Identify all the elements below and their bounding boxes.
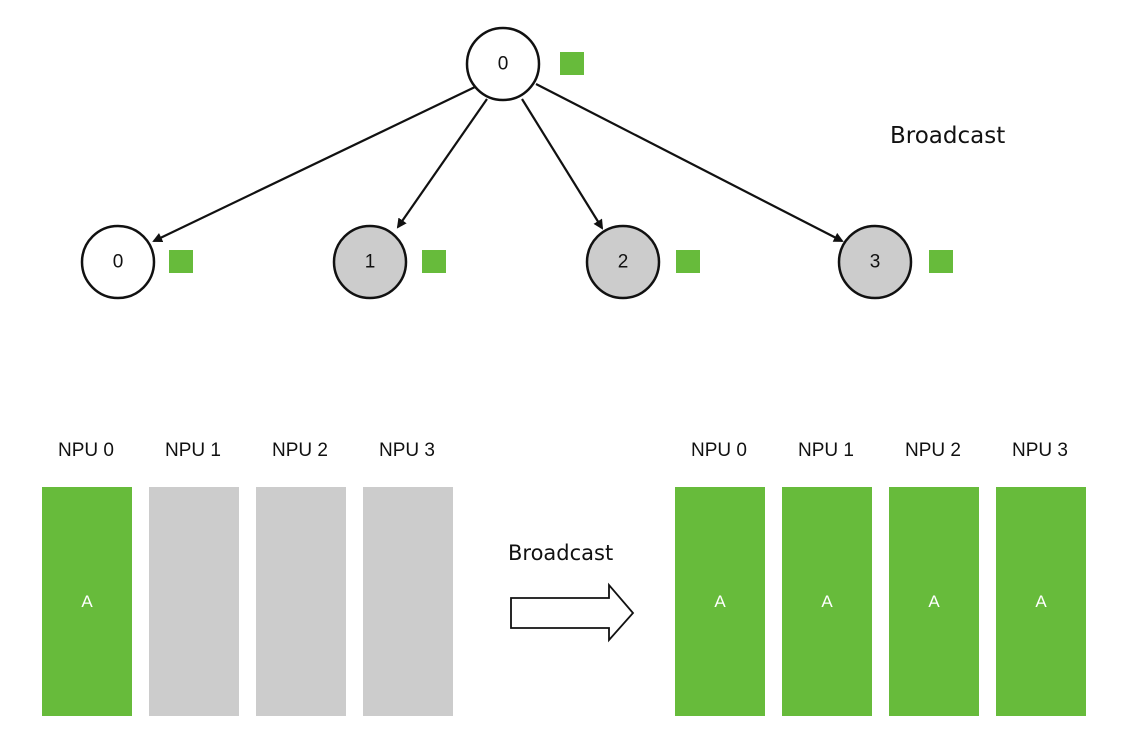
child-node-2: [585, 224, 661, 300]
tree-edge-3: [535, 83, 844, 242]
before-npu-3-block: [363, 487, 453, 716]
arrow-label: Broadcast: [508, 541, 614, 565]
after-npu-2-block: A: [889, 487, 979, 716]
child-node-3-label: 3: [870, 252, 881, 273]
after-npu-0-block: A: [675, 487, 765, 716]
before-npu-0-block: A: [42, 487, 132, 716]
before-npu-0-content: A: [81, 591, 93, 611]
child-node-1: [332, 224, 408, 300]
tree-edge-2: [521, 98, 604, 230]
tree-edge-1: [396, 98, 488, 229]
after-npu-0-content: A: [714, 591, 726, 611]
child-1-data-square: [422, 250, 446, 273]
child-node-0-label: 0: [113, 252, 124, 273]
root-node: [465, 26, 541, 102]
after-npu-1-label: NPU 1: [798, 440, 854, 461]
tree-edge-0: [152, 86, 476, 243]
before-npu-2-block: [256, 487, 346, 716]
after-npu-1-block: A: [782, 487, 872, 716]
root-data-square: [560, 52, 584, 75]
after-npu-2-label: NPU 2: [905, 440, 961, 461]
before-npu-2-label: NPU 2: [272, 440, 328, 461]
before-npu-1-label: NPU 1: [165, 440, 221, 461]
after-npu-3-block: A: [996, 487, 1086, 716]
child-3-data-square: [929, 250, 953, 273]
child-2-data-square: [676, 250, 700, 273]
before-npu-1-block: [149, 487, 239, 716]
after-npu-3-label: NPU 3: [1012, 440, 1068, 461]
after-npu-0-label: NPU 0: [691, 440, 747, 461]
child-node-1-label: 1: [365, 252, 376, 273]
tree-title: Broadcast: [890, 123, 1005, 149]
after-npu-1-content: A: [821, 591, 833, 611]
child-node-0: [80, 224, 156, 300]
transition-arrow: [510, 582, 635, 643]
child-node-2-label: 2: [618, 252, 629, 273]
before-npu-3-label: NPU 3: [379, 440, 435, 461]
before-npu-0-label: NPU 0: [58, 440, 114, 461]
child-0-data-square: [169, 250, 193, 273]
root-node-label: 0: [498, 54, 509, 75]
after-npu-3-content: A: [1035, 591, 1047, 611]
child-node-3: [837, 224, 913, 300]
after-npu-2-content: A: [928, 591, 940, 611]
